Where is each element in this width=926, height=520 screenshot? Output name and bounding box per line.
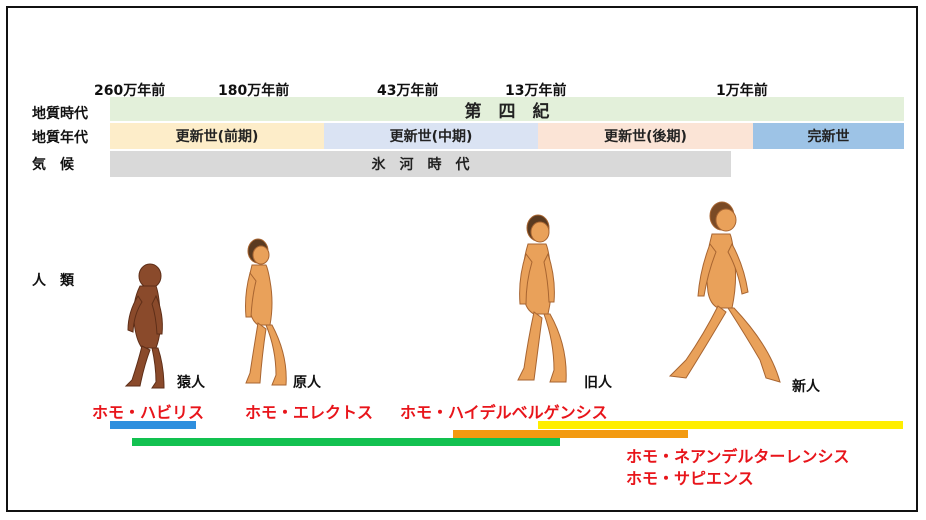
row-label-climate: 気 候	[32, 157, 74, 173]
row-label-geologic-period: 地質時代	[32, 106, 88, 122]
stage-ape-man: 猿人	[177, 375, 205, 391]
species-erectus: ホモ・エレクトス	[245, 403, 374, 422]
species-sapiens: ホモ・サピエンス	[626, 469, 754, 488]
range-bar-heidelbergensis	[453, 430, 688, 438]
archaic-man-figure	[517, 214, 567, 383]
band-quaternary: 第 四 紀	[110, 97, 904, 122]
stage-proto-man: 原人	[293, 375, 321, 391]
proto-man-figure	[245, 238, 287, 386]
stage-archaic-man: 旧人	[584, 375, 612, 391]
species-habilis: ホモ・ハビリス	[92, 403, 205, 422]
species-neanderthalensis: ホモ・ネアンデルターレンシス	[626, 447, 850, 466]
band-ice-age: 氷 河 時 代	[110, 151, 731, 177]
row-label-humans: 人 類	[32, 273, 74, 289]
band-pleistocene-early: 更新世(前期)	[110, 123, 324, 149]
modern-man-figure	[668, 201, 781, 383]
species-heidelbergensis: ホモ・ハイデルベルゲンシス	[400, 403, 608, 422]
band-holocene: 完新世	[753, 123, 904, 149]
tick-43: 43万年前	[377, 83, 439, 99]
tick-13: 13万年前	[505, 83, 567, 99]
tick-1: 1万年前	[716, 83, 768, 99]
tick-260: 260万年前	[94, 83, 166, 99]
range-bar-erectus	[132, 438, 560, 446]
range-bar-sapiens	[538, 421, 903, 429]
band-pleistocene-middle: 更新世(中期)	[324, 123, 538, 149]
ape-man-figure	[124, 263, 165, 389]
stage-modern-man: 新人	[792, 379, 820, 395]
diagram-frame	[6, 6, 918, 512]
band-pleistocene-late: 更新世(後期)	[538, 123, 753, 149]
tick-180: 180万年前	[218, 83, 290, 99]
row-label-geologic-epoch: 地質年代	[32, 130, 88, 146]
range-bar-habilis	[110, 421, 196, 429]
